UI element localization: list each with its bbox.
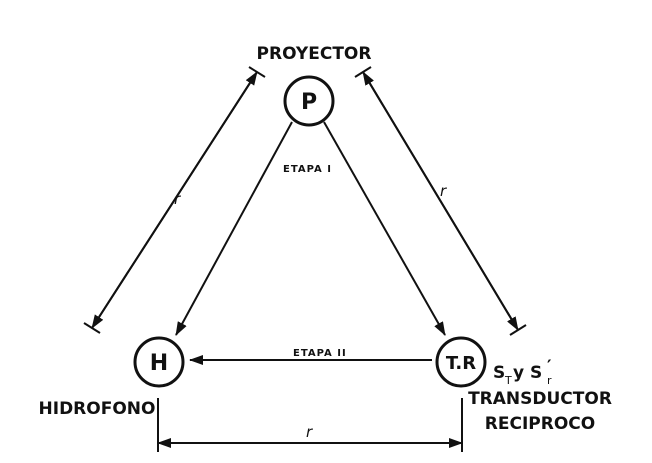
distance-label-right: r	[440, 182, 447, 200]
sensitivity-prime: ′	[547, 357, 552, 377]
hydrophone-node-label: H	[150, 351, 168, 376]
transducer-node-label: T.R	[446, 353, 476, 374]
sensitivity-sub-r: r	[547, 374, 552, 387]
arrow-p-to-h	[175, 121, 293, 336]
sensitivity-s: S	[493, 363, 505, 383]
hydrophone-node: H	[133, 336, 185, 388]
stage1-label: ETAPA I	[283, 164, 332, 175]
dimension-line-bottom	[157, 398, 463, 452]
dimension-line-left	[83, 66, 266, 334]
dimension-line-right	[354, 66, 527, 336]
sensitivity-label: S T y S ′ r	[493, 357, 552, 387]
projector-node: P	[283, 75, 335, 127]
projector-node-label: P	[301, 90, 317, 115]
hydrophone-label: HIDROFONO	[39, 399, 156, 419]
sensitivity-y-s: y S	[513, 363, 542, 383]
transducer-label-line2: RECIPROCO	[485, 414, 595, 434]
sensitivity-sub-t: T	[504, 374, 512, 387]
transducer-label-line1: TRANSDUCTOR	[468, 389, 612, 409]
distance-label-left: r	[174, 190, 181, 208]
arrow-p-to-tr	[323, 121, 446, 336]
projector-label: PROYECTOR	[257, 44, 372, 64]
transducer-node: T.R	[435, 336, 487, 388]
distance-label-bottom: r	[306, 423, 313, 441]
stage2-label: ETAPA II	[293, 348, 347, 359]
